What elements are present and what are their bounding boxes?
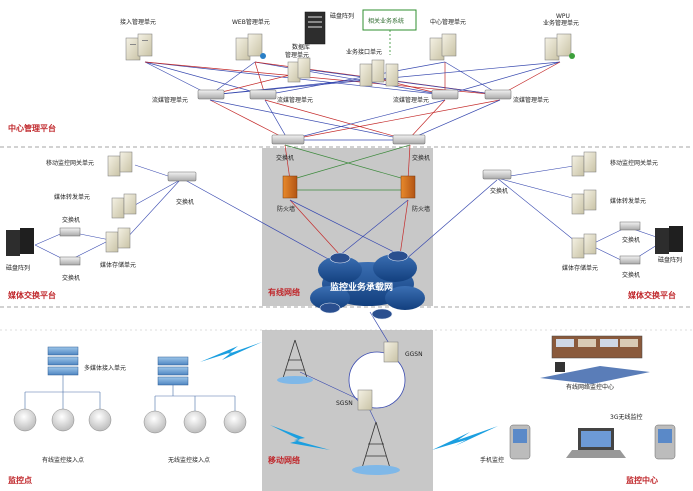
access-mgmt-server — [125, 33, 153, 61]
left-switch-b — [59, 256, 81, 266]
right-switch-b-label: 交换机 — [622, 271, 640, 279]
stream-switch-4 — [484, 89, 512, 100]
right-media-forward — [571, 189, 597, 215]
related-system-label: 相关业务系统 — [368, 17, 404, 25]
bolt-icon-1 — [200, 342, 262, 362]
zone-media-left-label: 媒体交换平台 — [7, 290, 56, 300]
right-switch-a-label: 交换机 — [622, 236, 640, 244]
left-media-forward — [111, 193, 137, 219]
wireless-point-label: 无线监控接入点 — [168, 456, 210, 464]
right-switch-main — [482, 169, 512, 180]
bearer-network-cloud — [310, 254, 425, 310]
left-mobile-gw-label: 移动监控网关单元 — [46, 159, 94, 167]
core-switch-right — [392, 134, 426, 145]
right-mobile-gw-label: 移动监控网关单元 — [610, 159, 658, 167]
cloud-label: 监控业务承载网 — [330, 281, 393, 293]
tower-link-1 — [299, 371, 361, 401]
laptop-icon — [566, 428, 626, 458]
wired-monitor-center-icon — [540, 335, 650, 384]
right-media-store-label: 媒体存储单元 — [562, 264, 598, 272]
stream-mgmt-label-4: 流媒管理单元 — [513, 96, 549, 104]
left-switch-b-label: 交换机 — [62, 274, 80, 282]
right-mobile-gateway — [571, 151, 597, 177]
stream-mgmt-label-3: 流媒管理单元 — [393, 96, 429, 104]
ggsn-label: GGSN — [405, 351, 423, 358]
zone-wired-label: 有线网络 — [268, 287, 300, 297]
tower-icon-bottom — [352, 421, 400, 475]
multi-access-unit-1 — [47, 346, 79, 376]
stream-switch-1 — [197, 89, 225, 100]
ggsn-server — [383, 341, 399, 363]
left-switch-main-label: 交换机 — [176, 198, 194, 206]
phone-icon-right — [654, 424, 676, 460]
disk-array-top-label: 磁盘阵列 — [330, 12, 354, 20]
biz-interface-servers — [359, 59, 399, 87]
biz-interface-label: 业务接口单元 — [346, 48, 382, 56]
left-disk-array — [6, 228, 34, 256]
left-media-store-label: 媒体存储单元 — [100, 261, 136, 269]
right-media-fwd-label: 媒体转发单元 — [610, 197, 646, 205]
firewall-left-label: 防火墙 — [277, 205, 295, 213]
multi-access-unit-2 — [157, 356, 189, 386]
sgsn-label: SGSN — [336, 400, 353, 407]
tower-icon-top — [277, 339, 313, 384]
stream-switch-2 — [249, 89, 277, 100]
right-media-store — [571, 233, 597, 259]
zone-center-label: 中心管理平台 — [8, 123, 56, 133]
db-mgmt-server — [287, 57, 311, 83]
bolt-icon-2 — [270, 425, 330, 450]
right-disk-array — [655, 226, 683, 254]
right-switch-main-label: 交换机 — [490, 187, 508, 195]
multi-access-label: 多媒体接入单元 — [84, 364, 126, 372]
stream-mgmt-label-1: 流媒管理单元 — [152, 96, 188, 104]
right-disk-label: 磁盘阵列 — [658, 256, 682, 264]
zone-media-right-label: 媒体交换平台 — [627, 290, 676, 300]
zone-monitor-center-label: 监控中心 — [626, 475, 658, 485]
core-switch-left — [271, 134, 305, 145]
db-mgmt-label: 数据库管理单元 — [285, 43, 310, 59]
center-mgmt-server — [429, 33, 457, 61]
firewall-right-label: 防火墙 — [412, 205, 430, 213]
bolt-icon-3 — [432, 426, 498, 450]
right-switch-a — [619, 221, 641, 231]
left-mobile-gateway — [107, 151, 133, 177]
core-switch-left-label: 交换机 — [276, 154, 294, 162]
stream-mgmt-label-2: 流媒管理单元 — [277, 96, 313, 104]
mid-links — [184, 144, 498, 346]
phone-monitor-label: 手机监控 — [480, 456, 504, 464]
zone-mobile-label: 移动网络 — [268, 455, 300, 465]
core-switch-right-label: 交换机 — [412, 154, 430, 162]
left-disk-label: 磁盘阵列 — [6, 264, 30, 272]
left-switch-a-label: 交换机 — [62, 216, 80, 224]
wired-center-label: 有线网络监控中心 — [566, 383, 614, 391]
firewall-left — [282, 175, 298, 199]
access-links — [24, 375, 236, 412]
firewall-right — [400, 175, 416, 199]
camera-icons — [13, 408, 247, 434]
left-media-fwd-label: 媒体转发单元 — [54, 193, 90, 201]
center-mgmt-label: 中心管理单元 — [430, 18, 466, 26]
phone-icon-left — [509, 424, 531, 460]
routers — [319, 250, 409, 320]
left-switch-a — [59, 227, 81, 237]
g3-monitor-label: 3G无线监控 — [610, 413, 642, 421]
web-mgmt-label: WEB管理单元 — [232, 18, 270, 26]
stream-switch-3 — [431, 89, 459, 100]
left-media-store — [105, 227, 131, 253]
web-mgmt-server — [235, 33, 266, 61]
wpu-server — [544, 33, 575, 61]
sgsn-server — [357, 389, 373, 411]
disk-array-top — [304, 11, 326, 45]
wired-point-label: 有线监控接入点 — [42, 456, 84, 464]
left-switch-main — [167, 171, 197, 182]
related-system-box — [362, 9, 417, 31]
zone-monitor-point-label: 监控点 — [8, 475, 32, 485]
top-links — [144, 61, 561, 141]
right-switch-b — [619, 255, 641, 265]
mobile-network-column — [262, 330, 433, 491]
access-mgmt-label: 接入管理单元 — [120, 18, 156, 26]
